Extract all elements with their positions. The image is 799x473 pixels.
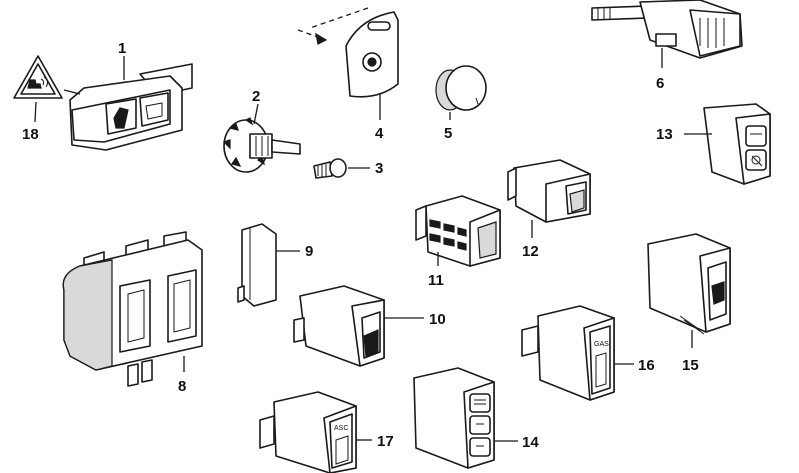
callout-15: 15 (682, 357, 699, 374)
part-16-gas-switch: GAS 16 (521, 305, 655, 401)
part-3-screw: 3 (313, 158, 383, 179)
callout-1: 1 (118, 40, 126, 57)
part-6-pedal-switch: 6 (591, 0, 743, 92)
part-10-rocker-switch: 10 (293, 285, 446, 367)
callout-3: 3 (375, 160, 383, 177)
callout-12: 12 (522, 243, 539, 260)
part-8-panel: 8 (62, 231, 203, 395)
callout-8: 8 (178, 378, 186, 395)
callout-2: 2 (252, 88, 260, 105)
part-18-warning-label: 18 (13, 55, 63, 143)
part-13-double-switch: 13 (656, 103, 771, 185)
callout-4: 4 (375, 125, 384, 142)
part-5-cap: 5 (435, 65, 487, 142)
part-12-switch: 12 (507, 159, 591, 260)
part-1-switch-module: 1 (63, 40, 193, 151)
part-14-triple-switch: 14 (413, 367, 539, 469)
callout-16: 16 (638, 357, 655, 374)
direction-arrow (297, 7, 369, 45)
callout-9: 9 (305, 243, 313, 260)
callout-17: 17 (377, 433, 394, 450)
callout-10: 10 (429, 311, 446, 328)
part-15-switch: 15 (647, 233, 731, 374)
part-17-asc-switch: ASC 17 (259, 391, 394, 473)
part-2-rotary-switch: 2 (222, 88, 301, 173)
asc-label: ASC (334, 425, 348, 432)
callout-13: 13 (656, 126, 673, 143)
callout-11: 11 (428, 272, 444, 289)
gas-label: GAS (594, 341, 609, 348)
part-9-cover: 9 (237, 223, 313, 307)
callout-6: 6 (656, 75, 664, 92)
part-4-bracket: 4 (345, 11, 399, 142)
callout-18: 18 (22, 126, 39, 143)
callout-14: 14 (522, 434, 539, 451)
callout-5: 5 (444, 125, 452, 142)
part-11-vented-switch: 11 (415, 195, 501, 289)
